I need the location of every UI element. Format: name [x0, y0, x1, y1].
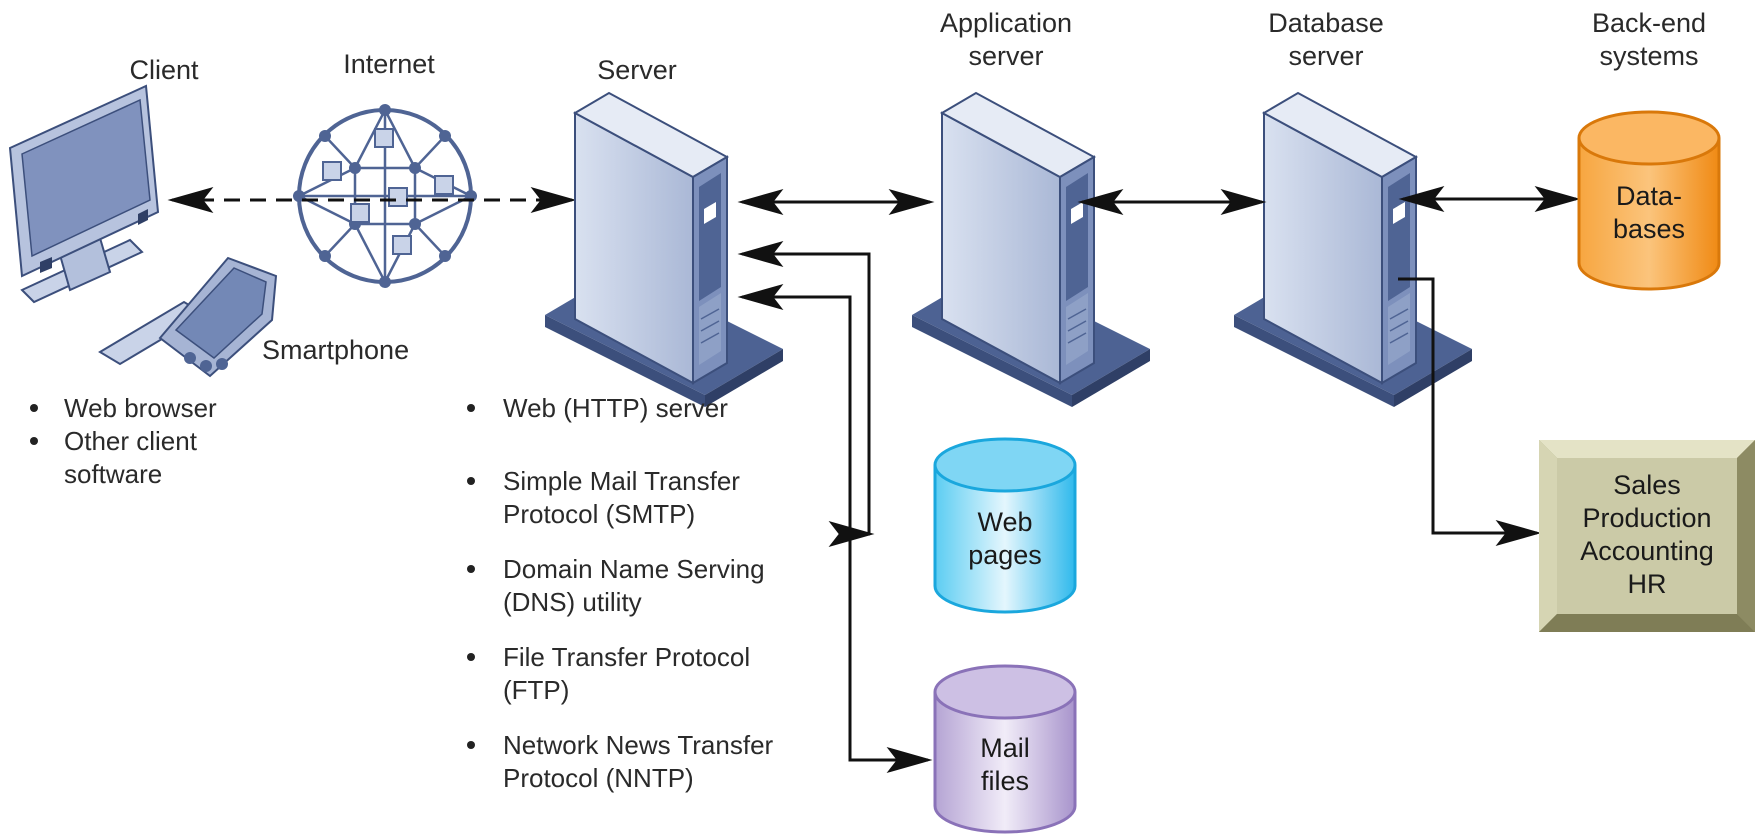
- db-server-label: server: [1288, 41, 1363, 71]
- web-pages-label: Web: [977, 507, 1032, 537]
- backend-item: HR: [1628, 569, 1667, 599]
- server-mailfiles-link: [737, 284, 933, 773]
- client-label: Client: [129, 55, 199, 85]
- service-item: Protocol (SMTP): [503, 499, 695, 529]
- app-server-label: Application: [940, 8, 1072, 38]
- internet-globe-icon: [293, 104, 477, 288]
- backend-item: Sales: [1613, 470, 1681, 500]
- client-feature-item: Web browser: [64, 393, 217, 423]
- backend-label: systems: [1599, 41, 1698, 71]
- server-label: Server: [597, 55, 677, 85]
- internet-label: Internet: [343, 49, 435, 79]
- server-services-list: Web (HTTP) server Simple Mail Transfer P…: [467, 393, 774, 793]
- service-item: Web (HTTP) server: [503, 393, 728, 423]
- smartphone-label: Smartphone: [262, 335, 409, 365]
- application-server-icon: [911, 92, 1151, 408]
- mail-files-label: files: [981, 766, 1029, 796]
- service-item: Domain Name Serving: [503, 554, 765, 584]
- databases-label: bases: [1613, 214, 1685, 244]
- web-pages-label: pages: [968, 540, 1042, 570]
- client-features-list: Web browser Other client software: [30, 393, 217, 489]
- web-pages-cylinder-icon: [933, 437, 1077, 614]
- backend-item: Production: [1582, 503, 1711, 533]
- server-icon: [544, 92, 784, 408]
- service-item: Network News Transfer: [503, 730, 774, 760]
- dbserver-backend-link: [1398, 277, 1542, 546]
- databases-cylinder-icon: [1577, 110, 1721, 291]
- service-item: (DNS) utility: [503, 587, 642, 617]
- service-item: Protocol (NNTP): [503, 763, 694, 793]
- database-server-icon: [1233, 92, 1473, 408]
- service-item: File Transfer Protocol: [503, 642, 750, 672]
- backend-systems-box: [1539, 440, 1755, 632]
- app-server-label: server: [968, 41, 1043, 71]
- backend-item: Accounting: [1580, 536, 1714, 566]
- mail-files-label: Mail: [980, 733, 1030, 763]
- service-item: Simple Mail Transfer: [503, 466, 740, 496]
- service-item: (FTP): [503, 675, 569, 705]
- smartphone-icon: [158, 256, 278, 378]
- db-server-label: Database: [1268, 8, 1384, 38]
- client-feature-item: software: [64, 459, 162, 489]
- mail-files-cylinder-icon: [933, 664, 1077, 834]
- client-monitor-icon: [8, 84, 160, 304]
- backend-label: Back-end: [1592, 8, 1706, 38]
- databases-label: Data-: [1616, 181, 1682, 211]
- client-feature-item: Other client: [64, 426, 198, 456]
